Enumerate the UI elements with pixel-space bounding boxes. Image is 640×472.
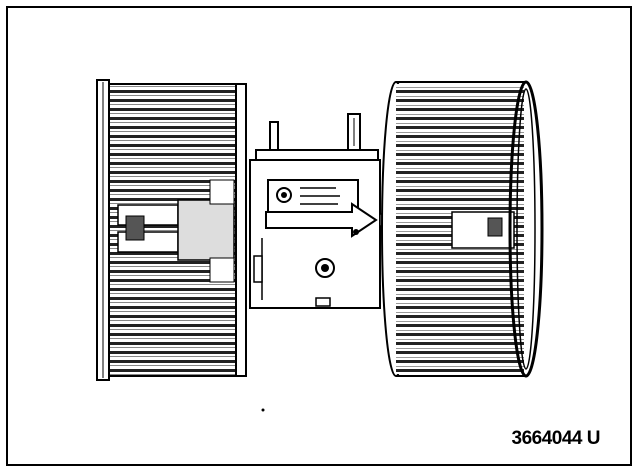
right-fan-wheel	[381, 80, 544, 378]
connector-pin-left	[269, 121, 279, 153]
left-fan-wheel	[96, 79, 247, 381]
motor-housing	[249, 113, 401, 309]
figure-code-label: 3664044 U	[511, 428, 601, 449]
right-fan-front-rim	[508, 80, 544, 378]
rotation-arrow	[265, 202, 378, 238]
